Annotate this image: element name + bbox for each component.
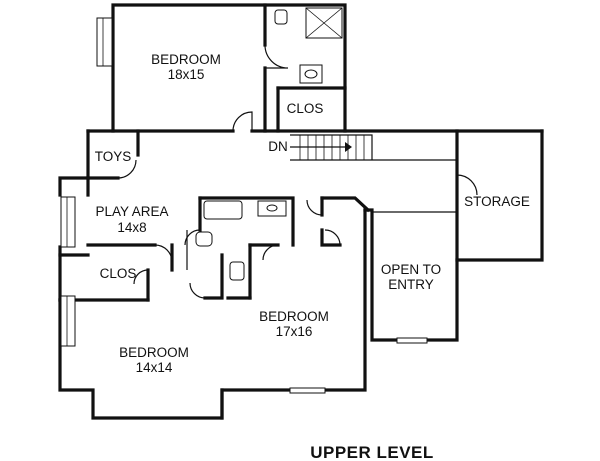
bath-fixtures <box>195 7 343 281</box>
windows <box>60 17 428 394</box>
stair-down-label: DN <box>268 139 288 154</box>
toys-label: TOYS <box>95 149 132 164</box>
bedroom-left-name: BEDROOM <box>119 345 189 360</box>
open-entry-line2: ENTRY <box>388 277 434 292</box>
play-area-size: 14x8 <box>117 220 146 235</box>
bedroom-left-size: 14x14 <box>136 360 173 375</box>
open-entry-line1: OPEN TO <box>381 262 441 277</box>
bedroom-mid-size: 17x16 <box>276 324 313 339</box>
partitions <box>186 211 457 270</box>
bedroom-top-size: 18x15 <box>168 67 205 82</box>
room-labels: BEDROOM 18x15 CLOS DN TOYS PLAY AREA 14x… <box>95 52 530 461</box>
level-title: UPPER LEVEL <box>310 443 434 461</box>
clos-left-label: CLOS <box>100 266 137 281</box>
storage-label: STORAGE <box>464 194 530 209</box>
play-area-name: PLAY AREA <box>95 204 168 219</box>
walls <box>58 3 544 420</box>
staircase <box>290 134 457 161</box>
clos-top-label: CLOS <box>287 101 324 116</box>
bedroom-top-name: BEDROOM <box>151 52 221 67</box>
bedroom-mid-name: BEDROOM <box>259 309 329 324</box>
doors <box>117 44 478 299</box>
